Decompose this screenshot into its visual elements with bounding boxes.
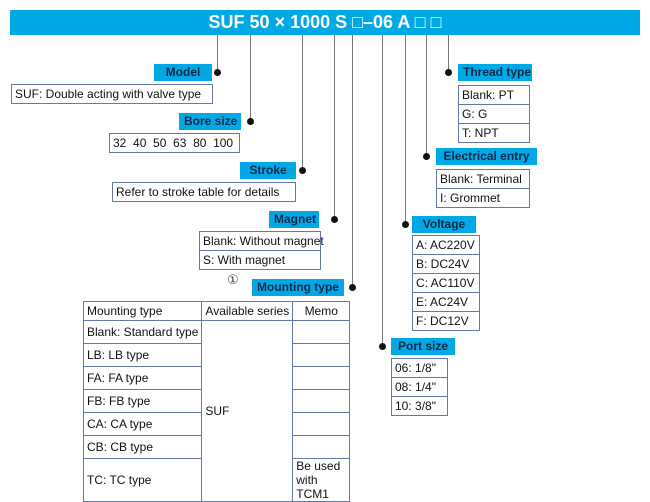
leader-model (217, 35, 218, 73)
dot-electrical (423, 153, 430, 160)
electrical-option: Blank: Terminal (440, 172, 522, 186)
voltage-label: Voltage (412, 216, 476, 233)
header-memo: Memo (292, 301, 351, 321)
series-cell: SUF (201, 320, 294, 502)
mounting-type-cell: TC: TC type (82, 458, 203, 502)
dot-magnet (331, 216, 338, 223)
mounting-table: Mounting type Available series Memo Blan… (82, 301, 351, 502)
mounting-type-cell: FA: FA type (82, 366, 203, 390)
mounting-table-header: Mounting type Available series Memo (82, 301, 351, 321)
leader-voltage (405, 35, 406, 225)
port-option: 10: 3/8" (392, 396, 447, 415)
dot-port (379, 343, 386, 350)
memo-cell (292, 389, 351, 413)
header-available-series: Available series (201, 301, 294, 321)
magnet-option: S: With magnet (200, 250, 320, 269)
mounting-label: Mounting type (252, 279, 344, 296)
magnet-option: Blank: Without magnet (203, 234, 324, 248)
header-mounting-type: Mounting type (82, 301, 203, 321)
electrical-options: Blank: Terminal I: Grommet (436, 169, 530, 208)
electrical-option: I: Grommet (437, 188, 529, 207)
port-options: 06: 1/8" 08: 1/4" 10: 3/8" (391, 358, 448, 416)
port-option: 08: 1/4" (392, 377, 447, 396)
memo-cell: Be used with TCM1 (292, 458, 351, 502)
model-code-banner: SUF 50 × 1000 S □–06 A □ □ (10, 10, 640, 35)
bore-option: 32 40 50 63 80 100 (113, 136, 234, 150)
thread-label: Thread type (458, 64, 532, 81)
thread-options: Blank: PT G: G T: NPT (458, 85, 530, 143)
stroke-options: Refer to stroke table for details (112, 182, 296, 202)
magnet-options: Blank: Without magnet S: With magnet (199, 231, 324, 270)
electrical-label: Electrical entry (436, 148, 537, 165)
model-label: Model (154, 64, 212, 81)
dot-model (214, 69, 221, 76)
thread-option: T: NPT (459, 123, 529, 142)
thread-option: G: G (459, 104, 529, 123)
footnote-marker: ① (227, 272, 239, 287)
leader-mounting (352, 35, 353, 288)
table-row: FB: FB type (82, 389, 351, 413)
thread-option: Blank: PT (462, 88, 515, 102)
voltage-option: E: AC24V (413, 292, 479, 311)
mounting-type-cell: LB: LB type (82, 343, 203, 367)
stroke-option: Refer to stroke table for details (116, 185, 280, 199)
bore-label: Bore size (179, 113, 241, 130)
dot-bore (247, 118, 254, 125)
leader-stroke (302, 35, 303, 171)
voltage-option: F: DC12V (413, 311, 479, 330)
mounting-type-cell: CB: CB type (82, 435, 203, 459)
memo-cell (292, 366, 351, 390)
dot-stroke (299, 167, 306, 174)
stroke-label: Stroke (240, 162, 296, 179)
table-row: LB: LB type (82, 343, 351, 367)
voltage-option: B: DC24V (413, 254, 479, 273)
table-row: CB: CB type (82, 435, 351, 459)
leader-thread (448, 35, 449, 73)
model-option: SUF: Double acting with valve type (15, 87, 202, 101)
voltage-options: A: AC220V B: DC24V C: AC110V E: AC24V F:… (412, 235, 480, 331)
mounting-type-cell: FB: FB type (82, 389, 203, 413)
dot-thread (445, 69, 452, 76)
port-label: Port size (391, 338, 455, 355)
dot-mounting (349, 284, 356, 291)
model-options: SUF: Double acting with valve type (11, 84, 213, 104)
mounting-type-cell: CA: CA type (82, 412, 203, 436)
voltage-option: C: AC110V (413, 273, 479, 292)
table-row: TC: TC type Be used with TCM1 (82, 458, 351, 502)
dot-voltage (402, 221, 409, 228)
bore-options: 32 40 50 63 80 100 (109, 133, 240, 153)
memo-cell (292, 320, 351, 344)
leader-port (382, 35, 383, 347)
mounting-type-cell: Blank: Standard type (82, 320, 203, 344)
leader-magnet (334, 35, 335, 219)
port-option: 06: 1/8" (395, 361, 436, 375)
memo-cell (292, 412, 351, 436)
magnet-label: Magnet (269, 211, 319, 228)
memo-cell (292, 343, 351, 367)
voltage-option: A: AC220V (416, 238, 475, 252)
leader-electrical (426, 35, 427, 157)
memo-cell (292, 435, 351, 459)
leader-bore (250, 35, 251, 121)
